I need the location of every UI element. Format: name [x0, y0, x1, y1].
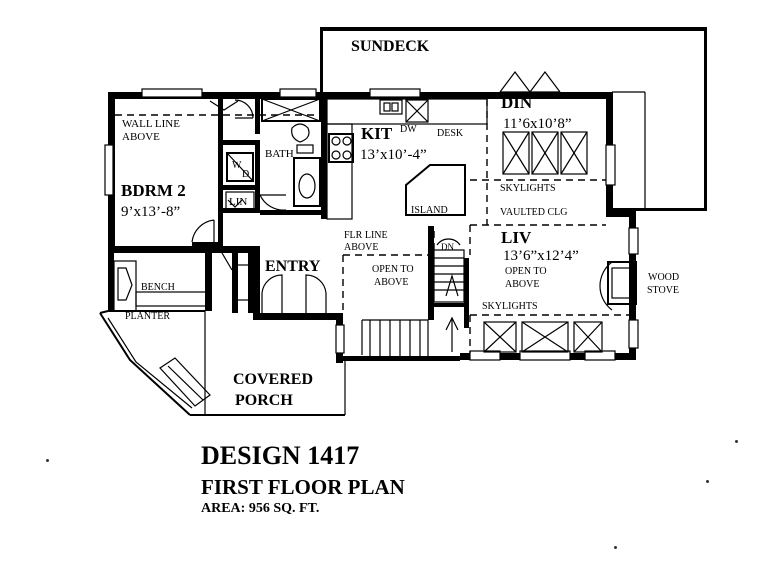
skylights-bottom-label: SKYLIGHTS	[482, 301, 538, 312]
din-size: 11’6x10’8”	[503, 116, 572, 132]
liv-label: LIV	[501, 228, 532, 247]
open-above-2: ABOVE	[374, 277, 408, 288]
speck	[614, 546, 617, 549]
covered-porch-label-1: COVERED	[233, 371, 313, 388]
wood-stove-label-2: STOVE	[647, 285, 679, 296]
flr-line-label-1: FLR LINE	[344, 230, 388, 241]
area-label: AREA: 956 SQ. FT.	[201, 501, 320, 516]
din-label: DIN	[501, 93, 533, 112]
wood-stove	[599, 261, 637, 311]
liv-size: 13’6”x12’4”	[503, 248, 579, 264]
plan-title: FIRST FLOOR PLAN	[201, 475, 405, 499]
bath-fixtures	[259, 123, 321, 211]
entry-closet	[221, 252, 248, 301]
linen-closet	[225, 191, 255, 211]
skylights-top-label: SKYLIGHTS	[500, 183, 556, 194]
wd-label-d: D	[242, 169, 249, 180]
lin-label: LIN	[229, 196, 247, 208]
wall-line-label-2: ABOVE	[122, 131, 160, 143]
island-label: ISLAND	[411, 205, 448, 216]
wd-label-w: W	[232, 160, 242, 171]
bath-label: BATH	[265, 148, 294, 160]
sundeck-label: SUNDECK	[351, 38, 430, 55]
open-above-1: OPEN TO	[372, 264, 414, 275]
open-above-liv-2: ABOVE	[505, 279, 539, 290]
windows	[104, 88, 639, 361]
desk-label: DESK	[437, 128, 464, 139]
vaulted-clg-label: VAULTED CLG	[500, 207, 568, 218]
kit-label: KIT	[361, 124, 393, 143]
open-above-liv-1: OPEN TO	[505, 266, 547, 277]
dn-label: DN	[441, 242, 454, 252]
flr-line-label-2: ABOVE	[344, 242, 378, 253]
washer-dryer	[226, 152, 254, 182]
bench-planter	[99, 260, 346, 416]
bdrm2-label: BDRM 2	[121, 181, 186, 200]
dw-label: DW	[400, 124, 417, 135]
kitchen-counters	[326, 98, 488, 220]
planter-label: PLANTER	[125, 311, 170, 322]
speck	[735, 440, 738, 443]
kit-size: 13’x10’-4”	[360, 147, 427, 163]
bdrm2-size: 9’x13’-8”	[121, 204, 180, 220]
door-arcs-top	[209, 99, 254, 208]
wall-line-label-1: WALL LINE	[122, 118, 180, 130]
bench-label: BENCH	[141, 282, 175, 293]
bedroom-door	[191, 219, 215, 244]
wood-stove-label-1: WOOD	[648, 272, 679, 283]
entry-label: ENTRY	[265, 258, 321, 275]
entry-door	[261, 274, 327, 313]
sundeck-outline	[320, 27, 707, 211]
closet-top	[261, 98, 321, 122]
open-to-above-dashes	[342, 99, 629, 353]
design-title: DESIGN 1417	[201, 441, 360, 470]
covered-porch-label-2: PORCH	[235, 392, 293, 409]
skylights-living	[483, 321, 603, 353]
stairs	[361, 238, 465, 356]
patio-doors	[499, 71, 561, 93]
speck	[46, 459, 49, 462]
skylights-dining	[502, 131, 588, 175]
speck	[706, 480, 709, 483]
